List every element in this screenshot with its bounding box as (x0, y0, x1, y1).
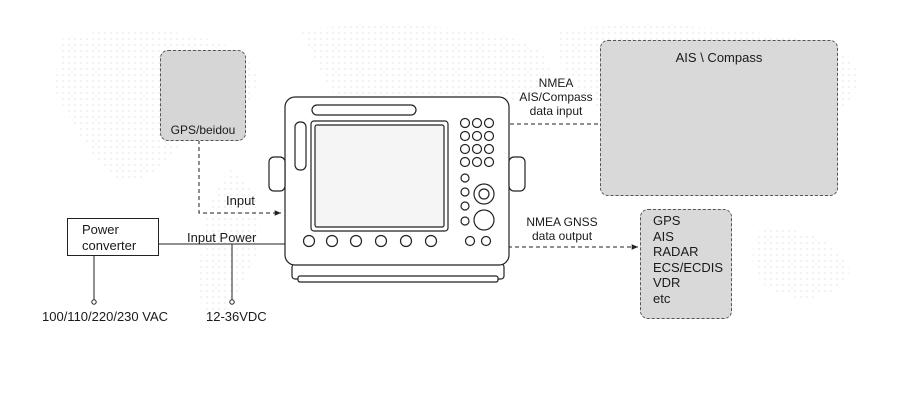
ais-compass-box: AIS \ Compass (600, 40, 838, 196)
output-item: ECS/ECDIS (653, 259, 724, 275)
chart-plotter-unit (268, 96, 526, 283)
vdc-label: 12-36VDC (206, 309, 267, 324)
power-converter-line2: converter (82, 238, 137, 253)
gps-input-line (198, 140, 281, 216)
output-item: etc (653, 290, 671, 306)
keypad (459, 117, 495, 247)
nmea-output-line2: data output (531, 229, 593, 243)
ais-compass-title: AIS \ Compass (675, 50, 763, 65)
gps-beidou-label: GPS/beidou (170, 123, 236, 137)
input-power-label: Input Power (187, 230, 257, 245)
output-devices-box (640, 209, 732, 319)
output-item: GPS (653, 213, 681, 228)
output-item: AIS (653, 228, 674, 244)
output-devices-list: GPS AIS RADAR ECS/ECDIS VDR etc (653, 213, 723, 306)
output-item: RADAR (653, 244, 699, 259)
vac-terminal (91, 299, 97, 305)
vac-label: 100/110/220/230 VAC (42, 309, 169, 324)
nmea-input-line3: data input (529, 104, 583, 118)
softkey-row (302, 234, 438, 248)
power-converter-box: Power converter (67, 218, 159, 256)
nmea-input-line2: AIS/Compass (519, 90, 593, 104)
nmea-output-line1: NMEA GNSS (526, 215, 598, 229)
nmea-input-line1: NMEA (538, 76, 574, 90)
output-item: VDR (653, 275, 681, 290)
input-label: Input (226, 193, 255, 208)
power-converter-line1: Power (82, 222, 119, 237)
vdc-terminal (229, 299, 235, 305)
gps-beidou-box: GPS/beidou (160, 50, 246, 141)
